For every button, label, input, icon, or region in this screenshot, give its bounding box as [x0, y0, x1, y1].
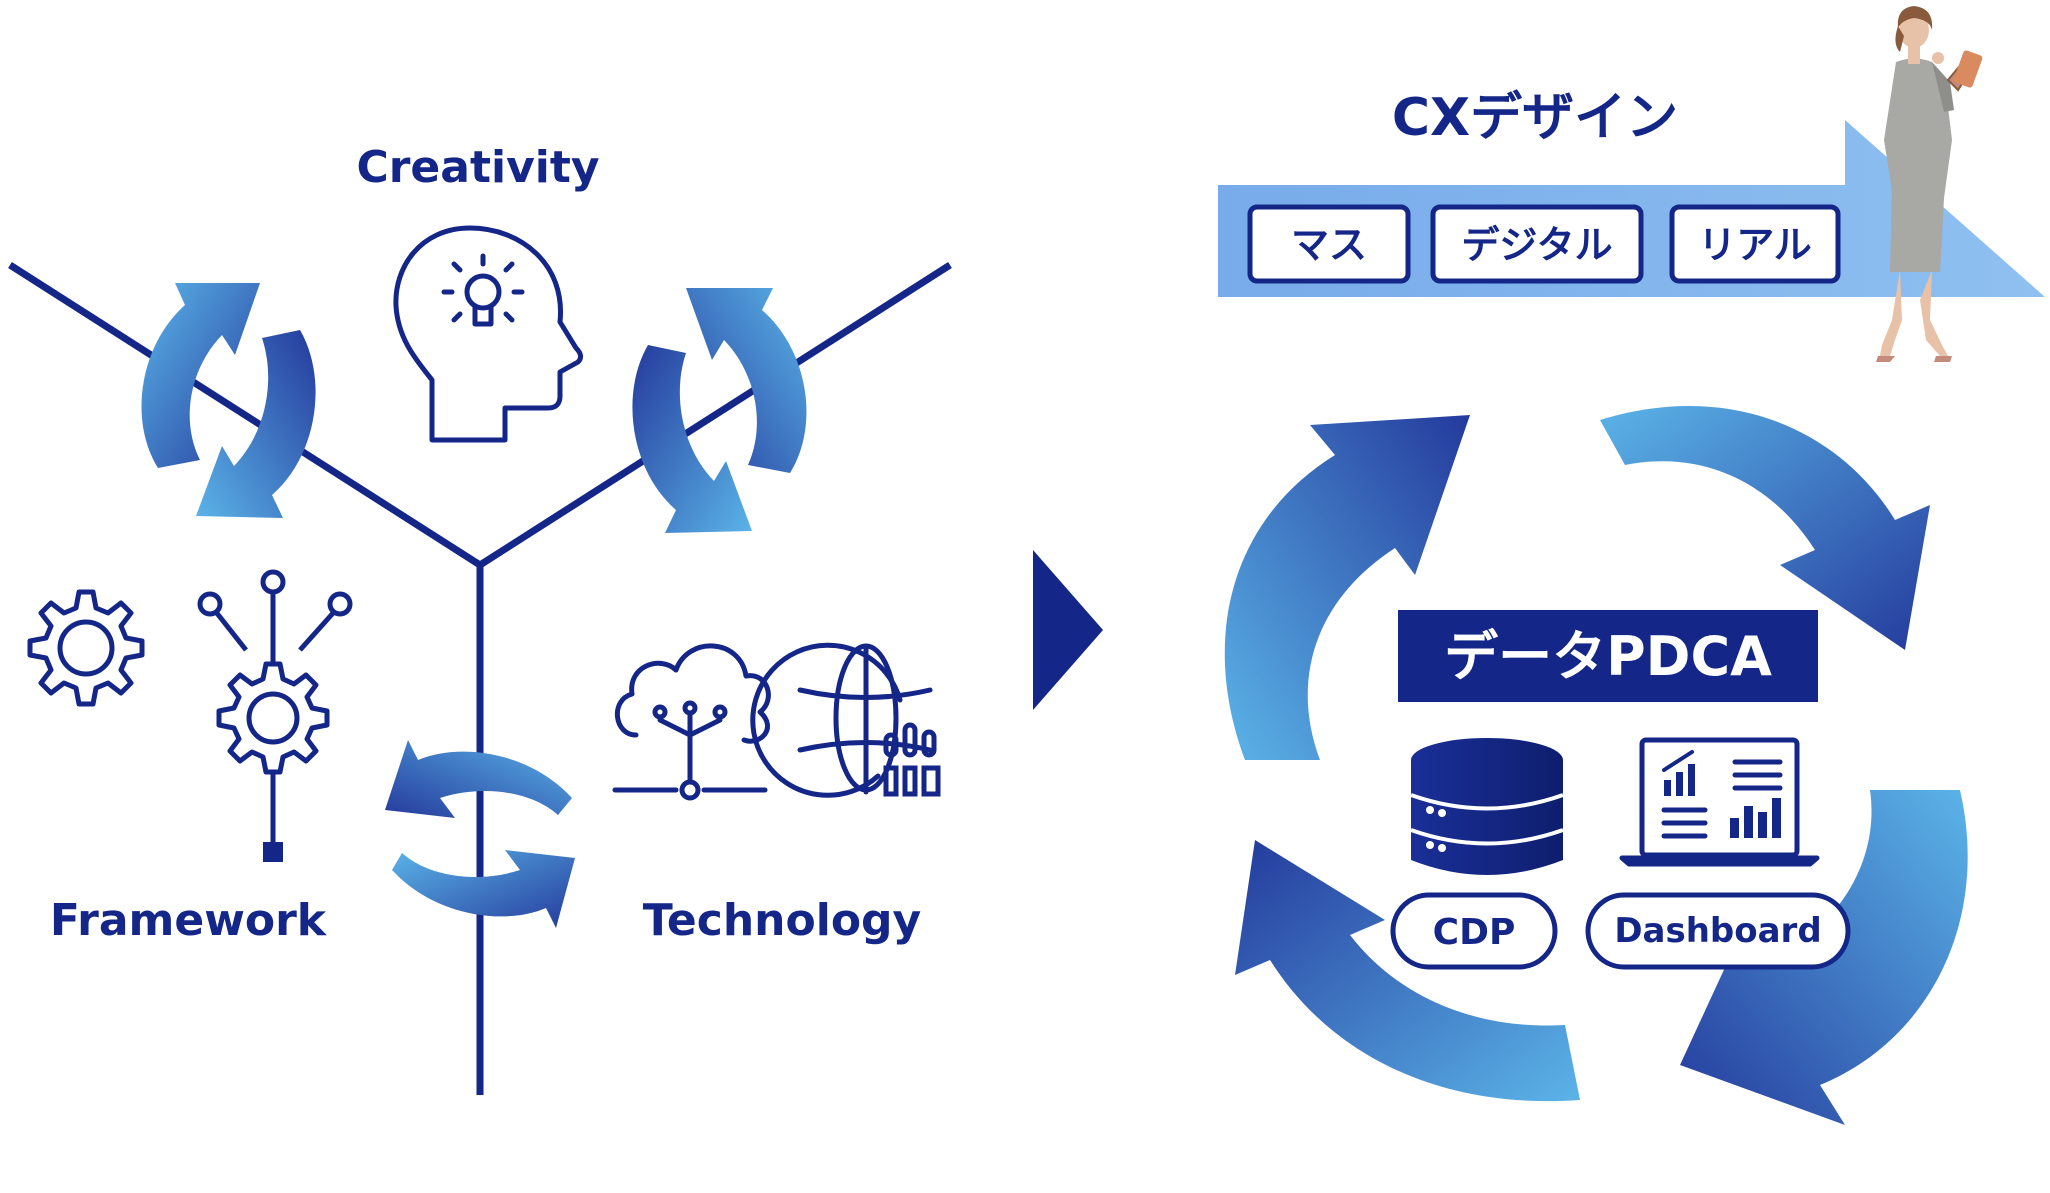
pdca-title: データPDCA	[1444, 625, 1772, 688]
channel-box-digital	[1430, 204, 1644, 284]
cloud-network-icon	[612, 643, 771, 801]
channel-label-real: リアル	[1698, 223, 1812, 267]
woman-with-tablet-illustration	[1876, 6, 1983, 362]
channel-label-digital: デジタル	[1461, 223, 1612, 267]
channel-label-mass: マス	[1291, 223, 1367, 267]
cycle-arrows-left	[141, 283, 316, 518]
next-arrow-icon	[1033, 550, 1103, 710]
cdp-tag	[1390, 892, 1558, 970]
technology-label: Technology	[643, 895, 921, 946]
dashboard-tag	[1585, 892, 1851, 970]
dashboard-label: Dashboard	[1614, 911, 1821, 951]
laptop-chart-icon	[1619, 737, 1820, 867]
globe-data-icon	[750, 642, 941, 798]
cdp-label: CDP	[1433, 912, 1516, 953]
framework-label: Framework	[50, 895, 328, 946]
channel-box-real	[1669, 204, 1841, 284]
database-icon	[1410, 738, 1564, 882]
cx-design-title: CXデザイン	[1392, 88, 1678, 148]
cycle-arrows-right	[632, 288, 807, 533]
channel-boxes: マス デジタル リアル	[1247, 204, 1841, 284]
gears-network-icon	[27, 569, 353, 862]
cycle-arrows-bottom	[385, 740, 575, 928]
head-lightbulb-icon	[393, 225, 584, 443]
pdca-title-box	[1398, 610, 1818, 702]
channel-box-mass	[1247, 204, 1411, 284]
y-shape-lines	[8, 262, 952, 1095]
pdca-cycle-arrows	[1224, 406, 1968, 1125]
creativity-label: Creativity	[356, 142, 599, 193]
